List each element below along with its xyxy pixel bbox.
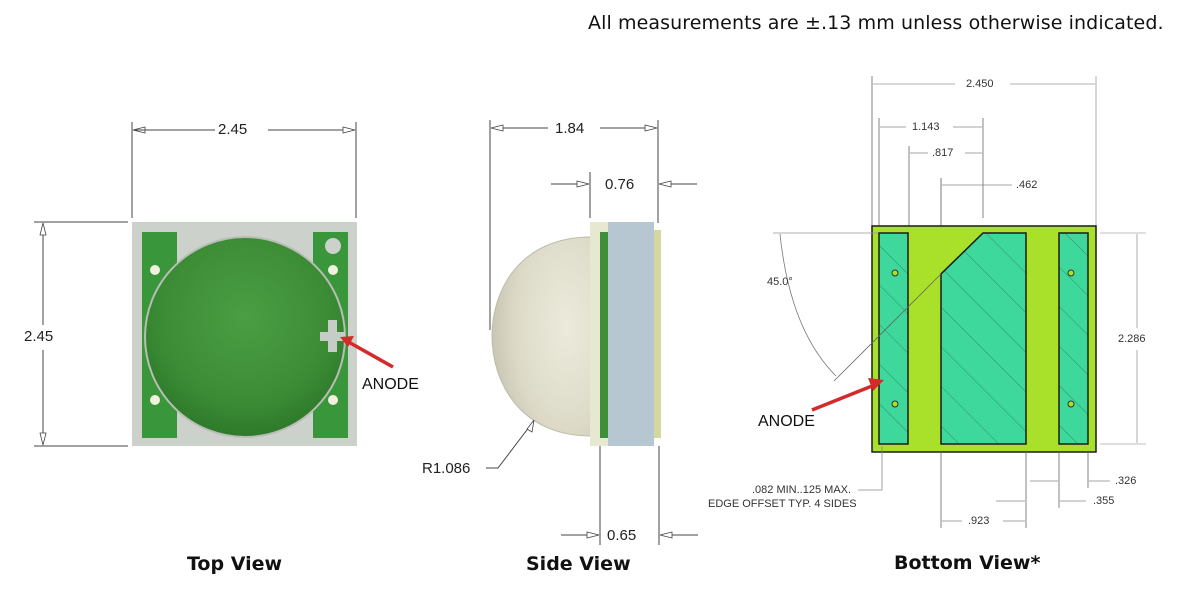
side-view-overall-dim: 1.84 <box>555 120 585 137</box>
tolerance-note: All measurements are ±.13 mm unless othe… <box>588 12 1164 34</box>
top-view-height-dim: 2.45 <box>24 328 54 345</box>
bottom-view-dim-923: .923 <box>968 515 990 527</box>
side-view-top-dim: 0.76 <box>605 176 635 193</box>
bottom-view-dim-1143: 1.143 <box>912 121 940 133</box>
bottom-view-height-dim: 2.286 <box>1118 333 1146 345</box>
bottom-view-angle-dim: 45.0° <box>767 276 793 288</box>
edge-offset-note-line2: EDGE OFFSET TYP. 4 SIDES <box>708 498 857 510</box>
bottom-view-anode-label: ANODE <box>758 413 815 430</box>
side-view-radius-dim: R1.086 <box>422 460 471 477</box>
side-view-drawing <box>486 120 698 545</box>
bottom-view-title: Bottom View* <box>894 552 1041 574</box>
bottom-view-dim-817: .817 <box>932 147 954 159</box>
side-view-bottom-dim: 0.65 <box>607 527 637 544</box>
bottom-view-dim-355: .355 <box>1093 495 1115 507</box>
side-view-title: Side View <box>526 553 631 575</box>
bottom-view-dim-462: .462 <box>1016 179 1038 191</box>
bottom-view-width-dim: 2.450 <box>966 78 994 90</box>
edge-offset-note-line1: .082 MIN..125 MAX. <box>752 484 852 496</box>
top-view-width-dim: 2.45 <box>218 121 248 138</box>
bottom-view-dim-326: .326 <box>1115 475 1137 487</box>
bottom-view-drawing <box>773 76 1146 528</box>
top-view-drawing <box>34 122 394 447</box>
top-view-title: Top View <box>187 553 283 575</box>
top-view-anode-label: ANODE <box>362 376 419 393</box>
